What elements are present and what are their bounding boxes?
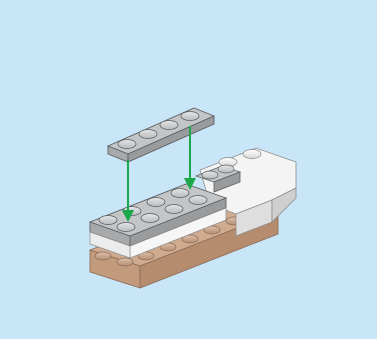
arrow-down-left-icon bbox=[122, 160, 134, 222]
gray-floating-plate bbox=[108, 108, 214, 162]
